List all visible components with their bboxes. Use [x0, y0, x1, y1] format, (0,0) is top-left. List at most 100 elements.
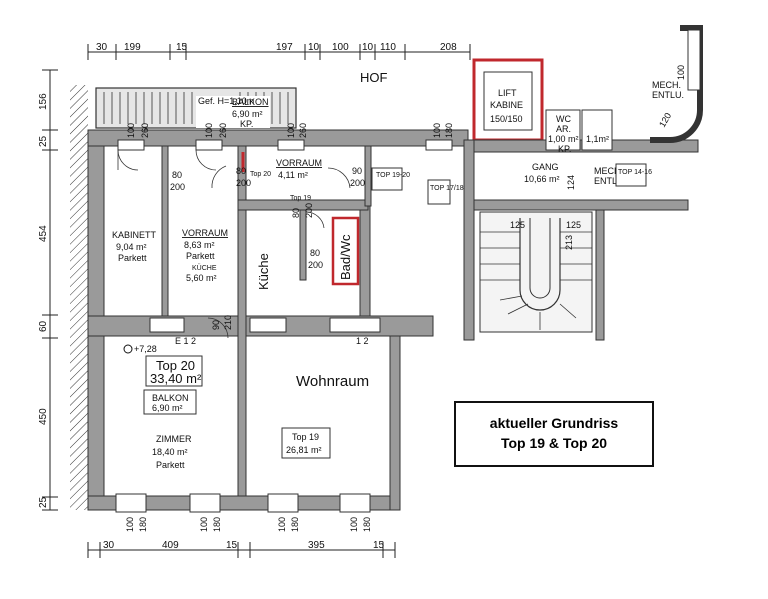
middle-wall-openings	[149, 317, 381, 333]
partition-kabinett	[161, 145, 169, 317]
legend-line-2: Top 19 & Top 20	[500, 435, 608, 451]
vorraum19-name: VORRAUM	[276, 158, 322, 168]
top-dim-4: 197	[276, 42, 293, 53]
svg-text:100: 100	[126, 123, 136, 138]
top20-area: 33,40 m²	[150, 371, 202, 386]
bottom-dim-1: 30	[103, 540, 115, 551]
mech2-line1: MECH.	[652, 80, 681, 90]
svg-text:90: 90	[352, 166, 362, 176]
top-dim-1: 30	[96, 42, 108, 53]
stair-mark-2: 125	[566, 220, 581, 230]
balcony-top-area: 6,90 m²	[232, 109, 263, 119]
inner-wall-right	[359, 199, 371, 317]
lift-label-1: LIFT	[498, 88, 517, 98]
level-mark-icon	[123, 344, 133, 354]
wohnraum-name: Wohnraum	[296, 373, 369, 390]
svg-text:200: 200	[170, 182, 185, 192]
svg-text:260: 260	[298, 123, 308, 138]
gang-name: GANG	[532, 162, 559, 172]
svg-text:200: 200	[350, 178, 365, 188]
curved-corner-wall	[650, 25, 703, 143]
bottom-dimension-line: 30 409 15 395 15	[87, 540, 396, 558]
wc-name: WC	[556, 114, 571, 124]
outer-wall-right	[389, 315, 401, 511]
right-window-mark: 100	[676, 65, 686, 80]
mech1-line2: ENTLU.	[594, 176, 626, 186]
bottom-dim-4: 395	[308, 540, 325, 551]
bottom-dim-3: 15	[226, 540, 238, 551]
svg-text:80: 80	[291, 208, 301, 218]
wc-kp: KP.	[558, 144, 571, 154]
top-dim-6: 100	[332, 42, 349, 53]
balcony-top-name: BALKON	[232, 97, 269, 107]
level-mark: +7,28	[134, 344, 157, 354]
svg-text:100: 100	[204, 123, 214, 138]
vorraum19-area: 4,11 m²	[278, 170, 308, 180]
kabinett-floor: Parkett	[118, 253, 147, 263]
staircase	[479, 211, 593, 333]
top-dim-2: 199	[124, 42, 141, 53]
svg-text:100: 100	[199, 517, 209, 532]
balkon20-box	[143, 389, 197, 415]
kabinett-area: 9,04 m²	[116, 242, 147, 252]
svg-text:180: 180	[290, 517, 300, 532]
partition-vorraum-right	[364, 145, 372, 207]
bottom-dim-5: 15	[373, 540, 385, 551]
left-dim-6: 25	[38, 496, 49, 508]
svg-text:180: 180	[362, 517, 372, 532]
vorraum20-name: VORRAUM	[182, 228, 228, 238]
top19-box	[281, 427, 331, 459]
svg-text:100: 100	[286, 123, 296, 138]
left-dim-1: 156	[38, 93, 49, 110]
kabinett-name: KABINETT	[112, 230, 157, 240]
top-dim-3: 15	[176, 42, 188, 53]
wc-area: 1,00 m²	[548, 134, 579, 144]
svg-text:TOP 19-20: TOP 19-20	[376, 172, 410, 179]
svg-text:210: 210	[223, 315, 233, 330]
door-dimension-marks: 80 200 80 200 90 200 80 200 80 200 90 21…	[170, 166, 365, 330]
left-dim-5: 450	[38, 408, 49, 425]
svg-text:100: 100	[125, 517, 135, 532]
svg-text:180: 180	[444, 123, 454, 138]
top19-name: Top 19	[292, 432, 319, 442]
stair-mark-1: 125	[510, 220, 525, 230]
right-window	[687, 29, 701, 91]
left-dim-3: 454	[38, 225, 49, 242]
mech1-line1: MECH.	[594, 166, 623, 176]
lift-cabin	[483, 71, 533, 131]
neighbour-wall-hatch	[70, 85, 88, 510]
top-dim-7: 10	[362, 42, 374, 53]
svg-text:TOP 17/18: TOP 17/18	[430, 185, 464, 192]
top-dim-5: 10	[308, 42, 320, 53]
vorraum20-sub-area: 5,60 m²	[186, 273, 217, 283]
zimmer-area: 18,40 m²	[152, 447, 188, 457]
wc-ar: AR.	[556, 124, 571, 134]
svg-text:100: 100	[277, 517, 287, 532]
tag-top14-16: TOP 14-16	[615, 163, 652, 187]
top-windows	[117, 139, 453, 151]
top20-name: Top 20	[156, 358, 195, 373]
left-dim-2: 25	[38, 135, 49, 147]
left-dim-4: 60	[38, 320, 49, 332]
door-swings	[117, 149, 351, 339]
kueche-name: Küche	[256, 253, 271, 290]
bottom-windows	[115, 493, 371, 513]
core-wall-right	[595, 209, 605, 341]
svg-text:TOP 14-16: TOP 14-16	[618, 169, 652, 176]
stair-mark-3: 213	[564, 235, 574, 250]
left-dimension-line: 156 25 454 60 450 25	[38, 69, 58, 511]
svg-text:80: 80	[310, 248, 320, 258]
socket-mark-a: E 1 2	[175, 336, 196, 346]
svg-text:200: 200	[304, 203, 314, 218]
svg-text:260: 260	[218, 123, 228, 138]
vorraum20-sub: KÜCHE	[192, 264, 217, 272]
partition-central	[237, 145, 247, 497]
badwc-name: Bad/Wc	[338, 234, 353, 280]
svg-text:100: 100	[349, 517, 359, 532]
tag-top19-20: TOP 19-20	[371, 167, 410, 191]
svg-text:100: 100	[432, 123, 442, 138]
top-dim-9: 208	[440, 42, 457, 53]
core-wall-mid	[467, 199, 689, 211]
legend-box: aktueller Grundriss Top 19 & Top 20	[454, 401, 654, 467]
bottom-dim-2: 409	[162, 540, 179, 551]
